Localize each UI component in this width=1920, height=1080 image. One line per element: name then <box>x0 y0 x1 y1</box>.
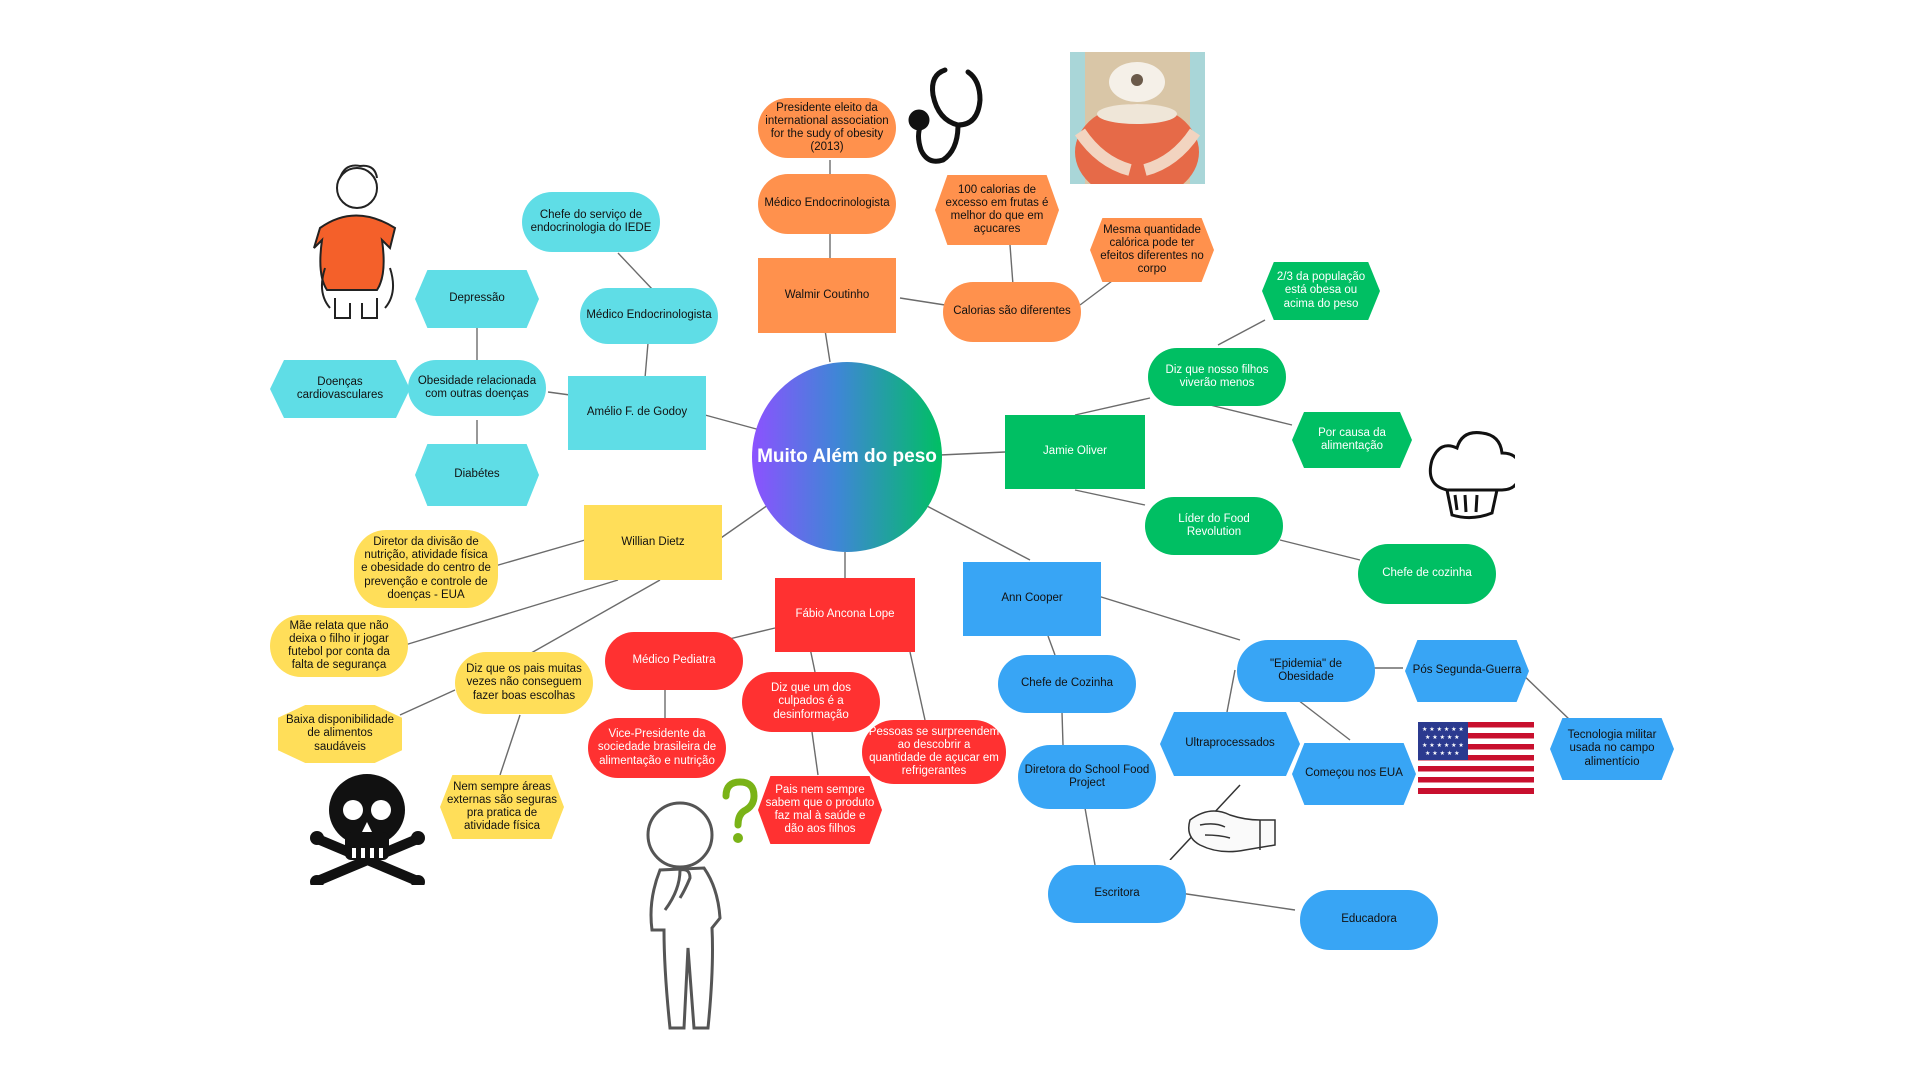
green-lider-food-revolution: Líder do Food Revolution <box>1145 497 1283 555</box>
central-topic: Muito Além do peso <box>752 362 942 552</box>
teal-doencas-cardiovasculares: Doenças cardiovasculares <box>270 360 410 418</box>
yellow-willian-dietz: Willian Dietz <box>584 505 722 580</box>
chef-hat-icon <box>1428 431 1515 520</box>
red-fabio-ancona-lope: Fábio Ancona Lope <box>775 578 915 652</box>
blue-pos-segunda-guerra: Pós Segunda-Guerra <box>1405 640 1529 702</box>
yellow-diretor: Diretor da divisão de nutrição, atividad… <box>354 530 498 608</box>
stethoscope-icon <box>908 67 983 164</box>
teal-amelio-godoy: Amélio F. de Godoy <box>568 376 706 450</box>
svg-text:★ ★ ★ ★ ★: ★ ★ ★ ★ ★ <box>1425 734 1460 741</box>
belly-image <box>1070 52 1205 184</box>
yellow-mae-relata: Mãe relata que não deixa o filho ir joga… <box>270 615 408 677</box>
orange-cem-calorias: 100 calorias de excesso em frutas é melh… <box>935 175 1059 245</box>
blue-ann-cooper: Ann Cooper <box>963 562 1101 636</box>
green-por-causa-alimentacao: Por causa da alimentação <box>1292 412 1412 468</box>
teal-diabetes: Diabétes <box>415 444 539 506</box>
blue-escritora: Escritora <box>1048 865 1186 923</box>
teal-chefe-servico: Chefe do serviço de endocrinologia do IE… <box>522 192 660 252</box>
green-chefe-de-cozinha: Chefe de cozinha <box>1358 544 1496 604</box>
thinking-person-icon <box>646 801 722 1030</box>
yellow-pais-escolhas: Diz que os pais muitas vezes não consegu… <box>455 652 593 714</box>
green-jamie-oliver: Jamie Oliver <box>1005 415 1145 489</box>
blue-epidemia-obesidade: "Epidemia" de Obesidade <box>1237 640 1375 702</box>
obese-person-icon <box>313 164 397 319</box>
blue-comecou-eua: Começou nos EUA <box>1292 743 1416 805</box>
blue-tecnologia-militar: Tecnologia militar usada no campo alimen… <box>1550 718 1674 780</box>
orange-presidente: Presidente eleito da international assoc… <box>758 98 896 158</box>
red-desinformacao: Diz que um dos culpados é a desinformaçã… <box>742 672 880 732</box>
teal-depressao: Depressão <box>415 270 539 328</box>
teal-obesidade-doencas: Obesidade relacionada com outras doenças <box>408 360 546 416</box>
red-pais-nem-sempre: Pais nem sempre sabem que o produto faz … <box>758 776 882 844</box>
orange-mesma-quantidade: Mesma quantidade calórica pode ter efeit… <box>1090 218 1214 282</box>
skull-crossbones-icon <box>310 774 425 885</box>
svg-text:★ ★ ★ ★ ★ ★: ★ ★ ★ ★ ★ ★ <box>1422 742 1464 749</box>
orange-medico-endocrinologista: Médico Endocrinologista <box>758 174 896 234</box>
green-populacao-obesa: 2/3 da população está obesa ou acima do … <box>1262 262 1380 320</box>
svg-text:★ ★ ★ ★ ★: ★ ★ ★ ★ ★ <box>1425 750 1460 757</box>
green-viverao-menos: Diz que nosso filhos viverão menos <box>1148 348 1286 406</box>
question-mark-icon <box>722 778 758 843</box>
blue-diretora-school-food: Diretora do School Food Project <box>1018 745 1156 809</box>
blue-chefe-de-cozinha: Chefe de Cozinha <box>998 655 1136 713</box>
red-vice-presidente: Vice-Presidente da sociedade brasileira … <box>588 718 726 778</box>
yellow-baixa-disponibilidade: Baixa disponibilidade de alimentos saudá… <box>278 705 402 763</box>
orange-walmir-coutinho: Walmir Coutinho <box>758 258 896 333</box>
svg-text:★ ★ ★ ★ ★ ★: ★ ★ ★ ★ ★ ★ <box>1422 726 1464 733</box>
blue-educadora: Educadora <box>1300 890 1438 950</box>
orange-calorias-diferentes: Calorias são diferentes <box>943 282 1081 342</box>
central-topic-label: Muito Além do peso <box>757 445 937 467</box>
red-medico-pediatra: Médico Pediatra <box>605 632 743 690</box>
usa-flag-icon: ★ ★ ★ ★ ★ ★ ★ ★ ★ ★ ★ ★ ★ ★ ★ ★ ★ ★ ★ ★ … <box>1418 722 1534 794</box>
yellow-areas-externas: Nem sempre áreas externas são seguras pr… <box>440 775 564 839</box>
blue-ultraprocessados: Ultraprocessados <box>1160 712 1300 776</box>
red-acucar-refrigerantes: Pessoas se surpreendem ao descobrir a qu… <box>862 720 1006 784</box>
writing-hand-icon <box>1169 784 1276 860</box>
teal-medico-endocrinologista: Médico Endocrinologista <box>580 288 718 344</box>
